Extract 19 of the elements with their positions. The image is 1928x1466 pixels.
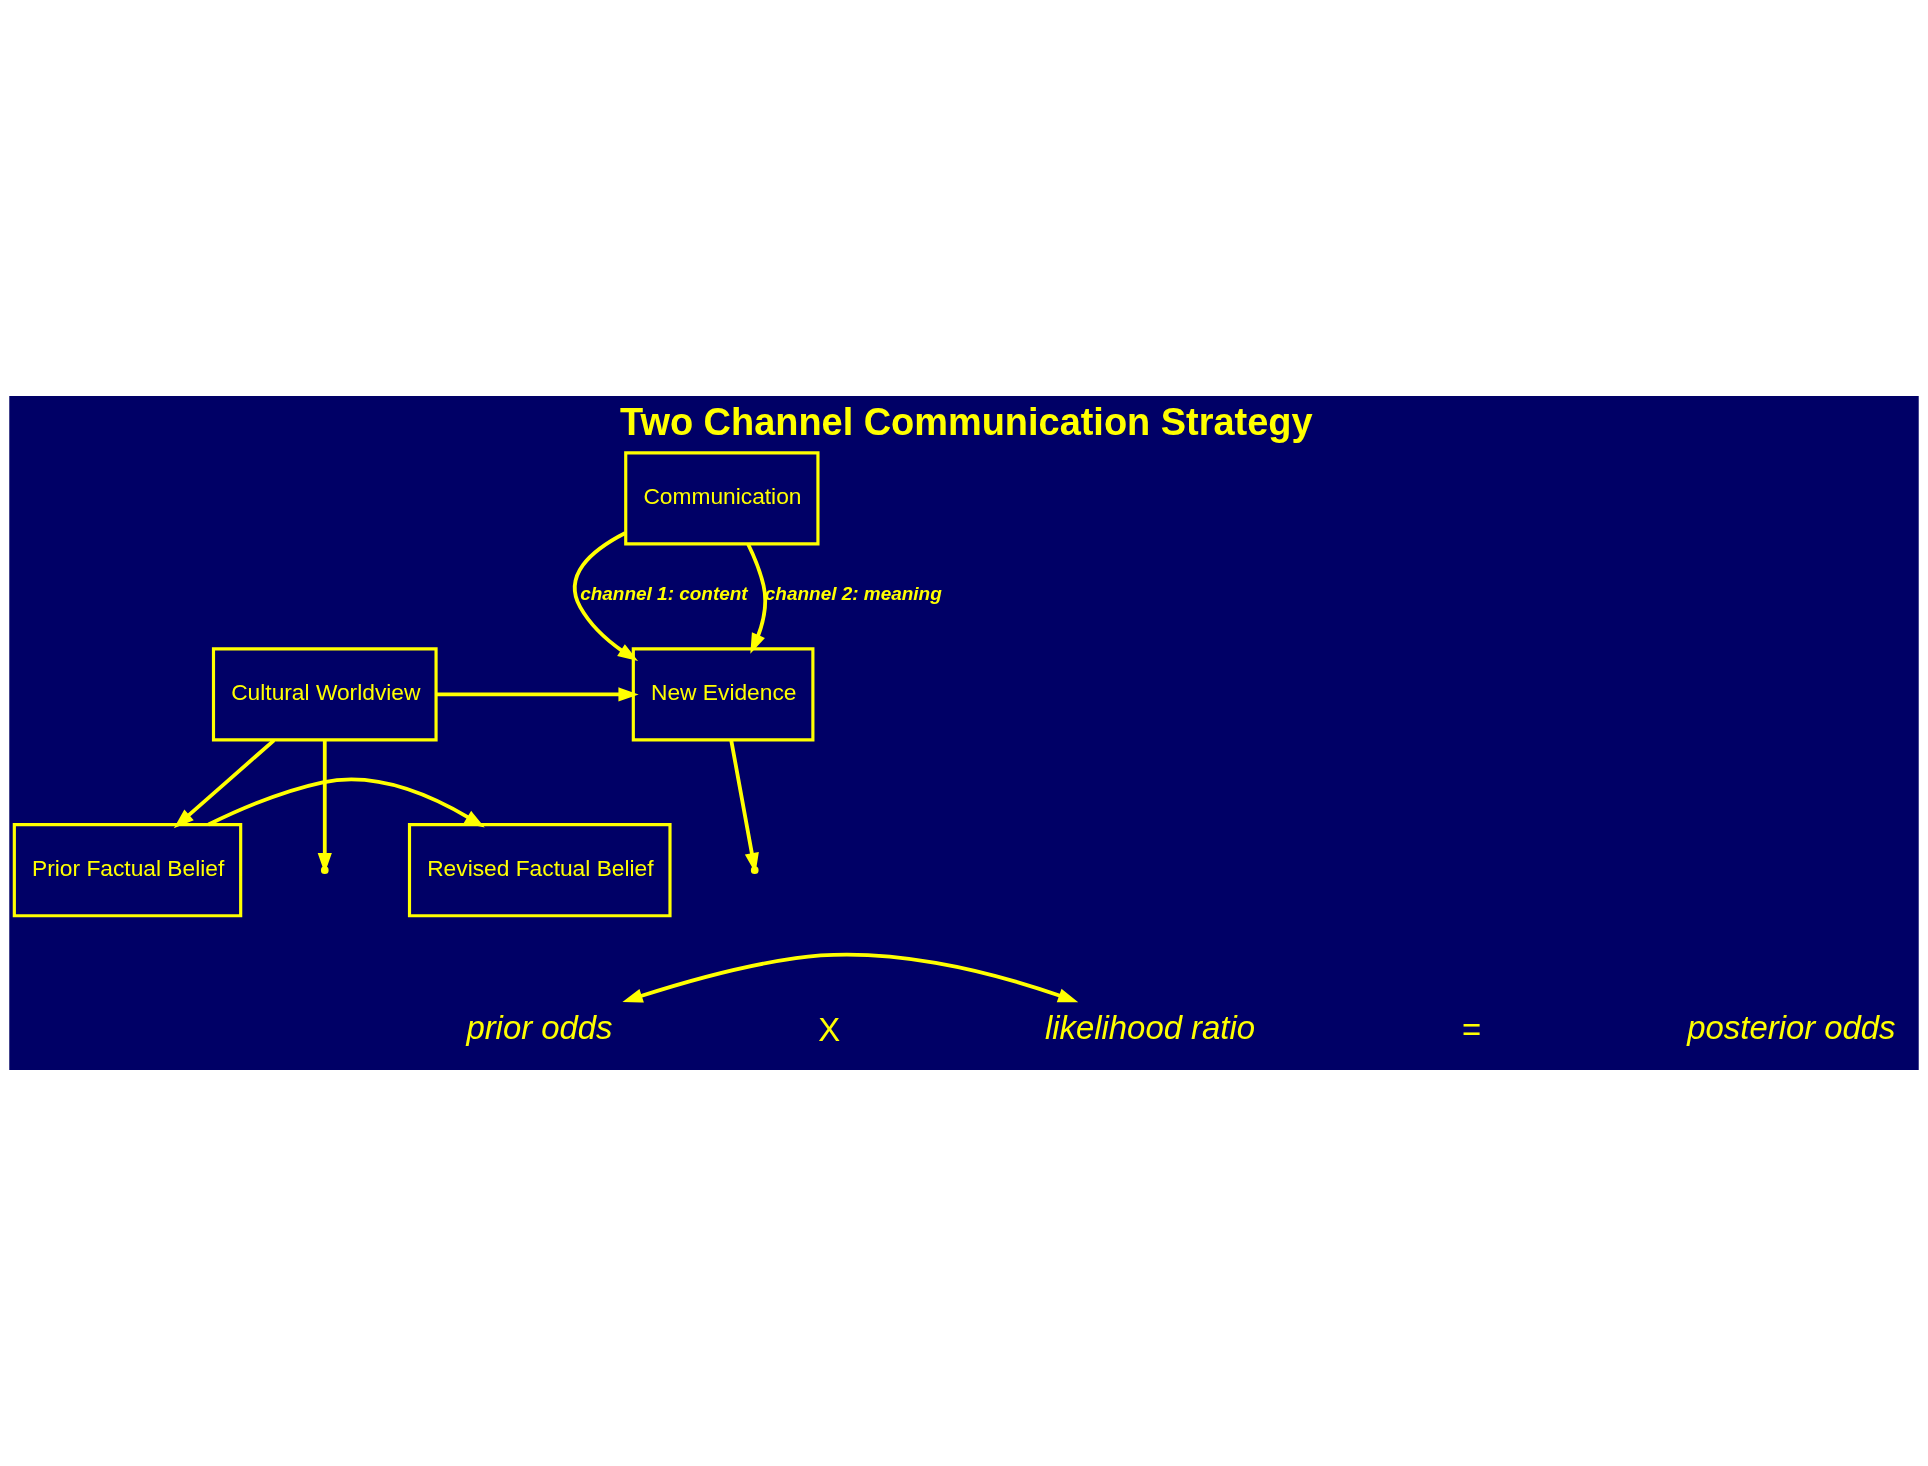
arrow xyxy=(436,687,639,702)
node-text: prior odds xyxy=(466,1009,613,1047)
node-box: Prior Factual Belief xyxy=(12,823,243,918)
edge-label: channel 2: meaning xyxy=(764,582,942,604)
node-box: New Evidence xyxy=(631,647,815,742)
label: X xyxy=(818,1010,841,1048)
node-box: Communication xyxy=(624,451,820,546)
node-box: Revised Factual Belief xyxy=(407,823,672,918)
arrow xyxy=(573,531,639,662)
node-box: Cultural Worldview xyxy=(211,647,438,742)
diagram-title: Two Channel Communication Strategy xyxy=(620,401,1313,444)
arrow xyxy=(622,952,1079,1003)
node-text: likelihood ratio xyxy=(1044,1009,1255,1047)
arrow xyxy=(207,777,485,828)
arrow xyxy=(173,738,276,829)
label: = xyxy=(1462,1010,1482,1048)
node-text: posterior odds xyxy=(1687,1009,1896,1047)
arrow xyxy=(746,543,768,654)
edge-label: channel 1: content xyxy=(580,582,748,604)
